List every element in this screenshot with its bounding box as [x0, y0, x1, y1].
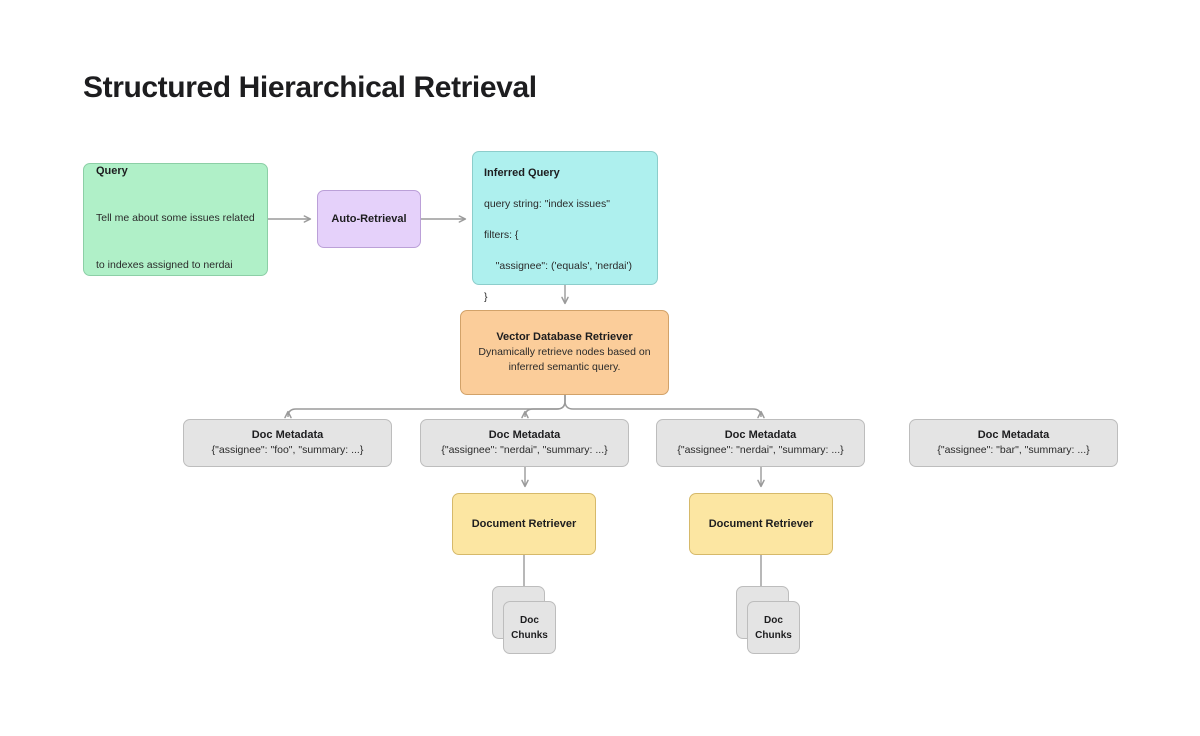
node-document-retriever-1[interactable]: Document Retriever: [689, 493, 833, 555]
edge-vector-db-to-meta-2: [564, 395, 765, 419]
node-inferred-query-code-line-3: "assignee": ('equals', 'nerdai'): [484, 260, 632, 272]
node-doc-metadata-0-detail: {"assignee": "foo", "summary: ...}: [211, 444, 364, 456]
node-document-retriever-0[interactable]: Document Retriever: [452, 493, 596, 555]
node-document-retriever-1-label: Document Retriever: [708, 517, 814, 530]
node-inferred-query-code-line-4: }: [484, 291, 488, 303]
node-inferred-query-code-line-1: query string: "index issues": [484, 198, 610, 210]
node-auto-retrieval-label: Auto-Retrieval: [331, 212, 407, 225]
node-doc-chunks-1-line-1: Doc: [764, 614, 783, 626]
node-doc-metadata-1-title: Doc Metadata: [488, 429, 561, 441]
edge-vector-db-to-meta-1: [521, 395, 566, 419]
node-doc-metadata-1-detail: {"assignee": "nerdai", "summary: ...}: [441, 444, 608, 456]
node-doc-metadata-2[interactable]: Doc Metadata {"assignee": "nerdai", "sum…: [656, 419, 865, 467]
node-query-line-1: Tell me about some issues related: [96, 212, 255, 224]
node-doc-metadata-0[interactable]: Doc Metadata {"assignee": "foo", "summar…: [183, 419, 392, 467]
page-title: Structured Hierarchical Retrieval: [83, 71, 537, 104]
node-doc-chunks-0-line-1: Doc: [520, 614, 539, 626]
node-doc-metadata-1[interactable]: Doc Metadata {"assignee": "nerdai", "sum…: [420, 419, 629, 467]
node-query-title: Query: [96, 165, 128, 177]
node-auto-retrieval[interactable]: Auto-Retrieval: [317, 190, 421, 248]
node-vector-database-retriever-title: Vector Database Retriever: [496, 331, 633, 343]
node-doc-chunks-1[interactable]: Doc Chunks: [736, 586, 810, 656]
node-doc-metadata-2-detail: {"assignee": "nerdai", "summary: ...}: [677, 444, 844, 456]
node-doc-chunks-0[interactable]: Doc Chunks: [492, 586, 566, 656]
node-doc-metadata-3-detail: {"assignee": "bar", "summary: ...}: [937, 444, 1090, 456]
doc-chunks-0-front-card: Doc Chunks: [503, 601, 556, 654]
node-inferred-query-code-line-2: filters: {: [484, 229, 519, 241]
node-doc-metadata-2-title: Doc Metadata: [724, 429, 797, 441]
node-query-line-2: to indexes assigned to nerdai: [96, 259, 233, 271]
node-doc-chunks-0-line-2: Chunks: [511, 629, 548, 641]
node-inferred-query[interactable]: Inferred Query query string: "index issu…: [472, 151, 658, 303]
node-inferred-query-title: Inferred Query: [484, 167, 560, 179]
edge-vector-db-to-meta-0: [284, 395, 566, 419]
node-vector-database-retriever[interactable]: Vector Database Retriever Dynamically re…: [460, 310, 669, 395]
node-query[interactable]: Query Tell me about some issues related …: [83, 163, 268, 276]
node-doc-metadata-3-title: Doc Metadata: [977, 429, 1050, 441]
node-doc-metadata-3[interactable]: Doc Metadata {"assignee": "bar", "summar…: [909, 419, 1118, 467]
node-vector-database-retriever-line-1: Dynamically retrieve nodes based on: [478, 346, 651, 358]
node-document-retriever-0-label: Document Retriever: [471, 517, 577, 530]
doc-chunks-1-front-card: Doc Chunks: [747, 601, 800, 654]
node-doc-chunks-1-line-2: Chunks: [755, 629, 792, 641]
node-doc-metadata-0-title: Doc Metadata: [251, 429, 324, 441]
node-vector-database-retriever-line-2: inferred semantic query.: [508, 361, 621, 373]
